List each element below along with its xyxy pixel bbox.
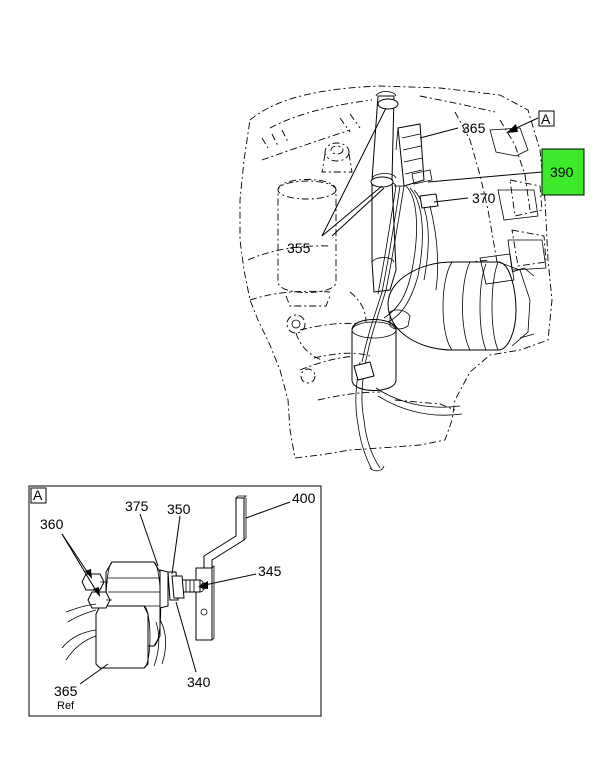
callout-400[interactable]: 400 (292, 490, 316, 506)
detail-view-a: A (28, 485, 322, 717)
callout-390-label: 390 (550, 164, 574, 180)
callout-370[interactable]: 370 (472, 190, 496, 206)
callout-360[interactable]: 360 (40, 516, 64, 532)
callout-365-ref[interactable]: 365 (54, 683, 78, 699)
callout-ref-note: Ref (57, 700, 75, 712)
view-a-flag-main-label: A (541, 111, 551, 127)
callout-340[interactable]: 340 (187, 674, 211, 690)
engine-assembly-illustration (239, 85, 553, 472)
callout-350[interactable]: 350 (167, 501, 191, 517)
detail-leader-lines (61, 501, 291, 685)
callout-390-highlight[interactable]: 390 (541, 148, 585, 196)
view-a-flag-main[interactable]: A (538, 110, 555, 127)
view-a-flag-detail (30, 487, 47, 504)
detail-view-frame (28, 485, 322, 717)
callout-375[interactable]: 375 (125, 498, 149, 514)
main-leader-lines (321, 107, 543, 237)
callout-365[interactable]: 365 (462, 120, 486, 136)
view-a-flag-detail-label[interactable]: A (33, 487, 43, 503)
callout-355[interactable]: 355 (287, 240, 311, 256)
callout-345[interactable]: 345 (258, 563, 282, 579)
